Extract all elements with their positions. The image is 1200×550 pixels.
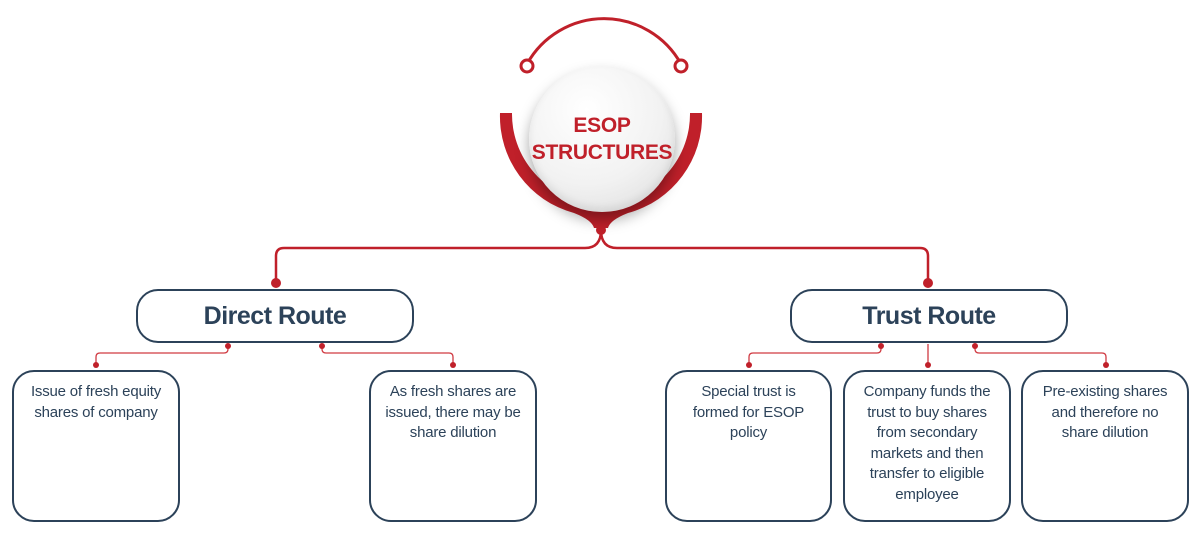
hub-right-ring <box>673 58 689 74</box>
direct-route-label: Direct Route <box>203 301 347 330</box>
item-text: As fresh shares are issued, there may be… <box>385 383 521 441</box>
direct-sub-lines <box>95 346 454 365</box>
connector-dot <box>1103 362 1109 368</box>
connector-dot <box>878 343 884 349</box>
trust-route-node <box>923 278 933 288</box>
direct-route-node <box>271 278 281 288</box>
connector-dot <box>972 343 978 349</box>
hub-title-line-1: ESOP <box>573 114 631 137</box>
trust-route-item-3: Pre-existing shares and therefore no sha… <box>1021 370 1189 522</box>
direct-route-item-1: Issue of fresh equity shares of company <box>12 370 180 522</box>
item-text: Pre-existing shares and therefore no sha… <box>1042 383 1168 441</box>
connector-dot <box>225 343 231 349</box>
hub-disc: ESOP STRUCTURES <box>529 66 675 212</box>
connector-dot <box>93 362 99 368</box>
trust-route-label: Trust Route <box>862 301 996 330</box>
connector-dot <box>925 362 931 368</box>
trust-route-box: Trust Route <box>790 289 1068 343</box>
item-text: Issue of fresh equity shares of company <box>30 383 162 421</box>
hub-top-arc <box>525 17 683 65</box>
connector-dot <box>319 343 325 349</box>
trust-route-item-1: Special trust is formed for ESOP policy <box>665 370 832 522</box>
connector-dot <box>746 362 752 368</box>
direct-route-item-2: As fresh shares are issued, there may be… <box>369 370 537 522</box>
trust-route-item-2: Company funds the trust to buy shares fr… <box>843 370 1011 522</box>
hub-left-ring <box>519 58 535 74</box>
item-text: Special trust is formed for ESOP policy <box>692 383 805 441</box>
main-branch-line <box>274 229 930 283</box>
connector-dot <box>450 362 456 368</box>
esop-structures-hub: ESOP STRUCTURES <box>509 46 693 230</box>
item-text: Company funds the trust to buy shares fr… <box>863 383 991 503</box>
hub-title-line-2: STRUCTURES <box>531 141 673 164</box>
direct-route-box: Direct Route <box>136 289 414 343</box>
hub-cradle-fill <box>501 113 701 227</box>
trust-sub-lines <box>748 344 1107 365</box>
